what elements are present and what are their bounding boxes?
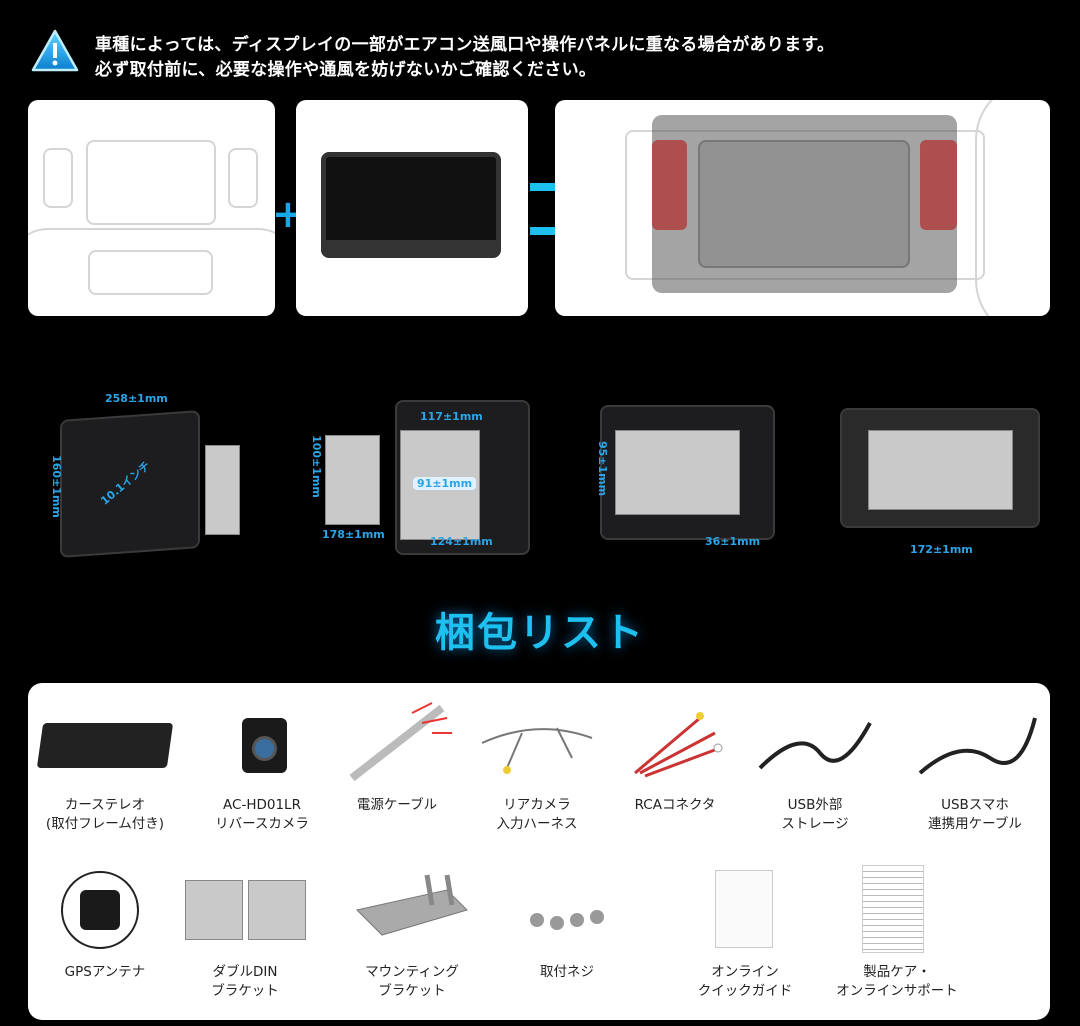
packing-item-mounting-screws: 取付ネジ [492, 865, 642, 982]
item-label-line1: GPSアンテナ [64, 964, 146, 980]
item-label-line1: USBスマホ [941, 797, 1009, 813]
dim-width: 258±1mm [105, 392, 168, 405]
packing-item-usb-phone-cable: USBスマホ連携用ケーブル [900, 698, 1050, 834]
dim-height: 160±1mm [49, 455, 63, 518]
item-label-line1: ダブルDIN [212, 964, 278, 980]
packing-list: カーステレオ (取付フレーム付き) AC-HD01LR リバースカメラ 電源ケーブル リア… [28, 683, 1050, 1020]
dim-inner: 91±1mm [413, 477, 477, 490]
item-label-line2: リバースカメラ [215, 816, 309, 832]
car-stereo-image [30, 698, 180, 788]
item-label-line2: (取付フレーム付き) [45, 816, 165, 832]
item-label-line2: 連携用ケーブル [928, 816, 1022, 832]
item-label-line2: ブラケット [378, 983, 446, 999]
usb-phone-cable-image [900, 698, 1050, 788]
packing-item-mounting-bracket: マウンティングブラケット [337, 865, 487, 1001]
dim-body-height: 95±1mm [596, 440, 610, 497]
item-label-line2: ストレージ [781, 816, 849, 832]
warning-line-1: 車種によっては、ディスプレイの一部がエアコン送風口や操作パネルに重なる場合があり… [95, 35, 835, 55]
rear-camera-harness-image [462, 698, 612, 788]
warning-line-2: 必ず取付前に、必要な操作や通風を妨げないかご確認ください。 [95, 60, 597, 80]
item-label-line1: AC-HD01LR [223, 797, 301, 813]
usb-storage-cable-image [740, 698, 890, 788]
stereo-illustration [296, 100, 528, 316]
rca-connector-image [600, 698, 750, 788]
item-label-line1: 製品ケア・ [863, 964, 931, 980]
quick-guide-image [670, 865, 820, 955]
packing-item-double-din-bracket: ダブルDIN ブラケット [170, 865, 320, 1001]
dim-frame-height: 100±1mm [309, 435, 323, 498]
packing-item-gps-antenna: GPSアンテナ [30, 865, 180, 982]
dim-depth: 178±1mm [322, 528, 385, 541]
packing-item-usb-storage-cable: USB外部ストレージ [740, 698, 890, 834]
item-label-line1: カーステレオ [64, 797, 146, 813]
reverse-camera-image [187, 698, 337, 788]
item-label-line1: USB外部 [787, 797, 843, 813]
power-cable-image [322, 698, 472, 788]
item-label-line2: オンラインサポート [836, 983, 958, 999]
packing-item-rca-connector: RCAコネクタ [600, 698, 750, 815]
mounting-bracket-image [337, 865, 487, 955]
item-label-line2: ブラケット [211, 983, 279, 999]
item-label-line1: 取付ネジ [540, 964, 594, 980]
item-label-line1: マウンティング [365, 964, 459, 980]
dim-offset: 36±1mm [705, 535, 761, 548]
packing-item-power-cable: 電源ケーブル [322, 698, 472, 815]
gps-antenna-image [30, 865, 180, 955]
item-label-line1: 電源ケーブル [356, 797, 438, 813]
packing-item-product-care-support: 製品ケア・オンラインサポート [822, 865, 972, 1001]
packing-item-reverse-camera: AC-HD01LR リバースカメラ [187, 698, 337, 834]
installed-overlay-illustration [555, 100, 1050, 316]
product-care-support-image [822, 865, 972, 955]
packing-item-rear-camera-harness: リアカメラ入力ハーネス [462, 698, 612, 834]
packing-list-title: 梱包リスト [435, 610, 645, 656]
dim-body-width: 172±1mm [910, 543, 973, 556]
item-label-line1: オンライン [711, 964, 779, 980]
packing-item-car-stereo: カーステレオ (取付フレーム付き) [30, 698, 180, 834]
item-label-line2: 入力ハーネス [496, 816, 578, 832]
warning-triangle-icon [31, 29, 79, 72]
packing-item-quick-guide: オンラインクイックガイド [670, 865, 820, 1001]
dim-bracket-depth: 124±1mm [430, 535, 493, 548]
mounting-screws-image [492, 865, 642, 955]
item-label-line1: リアカメラ [503, 797, 571, 813]
item-label-line2: クイックガイド [697, 983, 793, 999]
warning-message: 車種によっては、ディスプレイの一部がエアコン送風口や操作パネルに重なる場合があり… [95, 33, 834, 83]
dim-frame-width: 117±1mm [420, 410, 483, 423]
item-label-line1: RCAコネクタ [634, 797, 716, 813]
dashboard-illustration [28, 100, 275, 316]
double-din-bracket-image [170, 865, 320, 955]
